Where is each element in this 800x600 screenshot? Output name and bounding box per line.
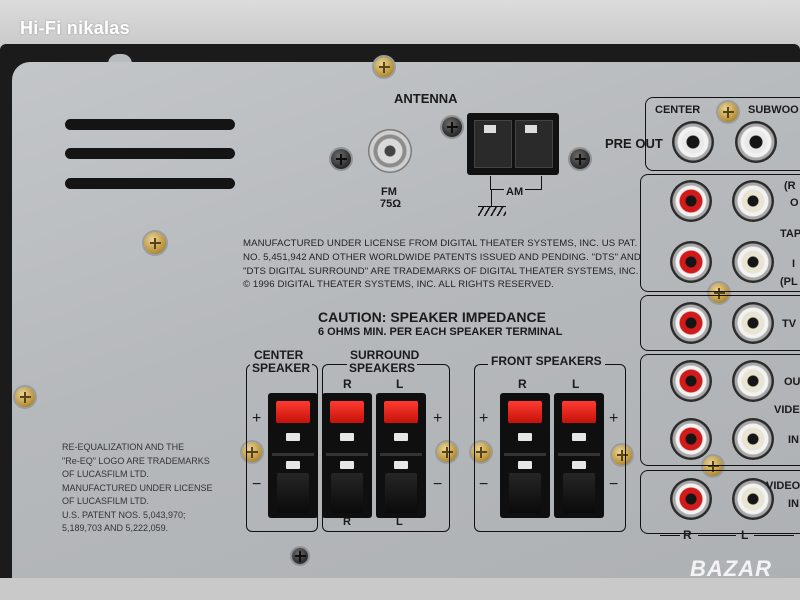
tape-out-l-jack[interactable] (732, 180, 774, 222)
screw-icon (242, 442, 262, 462)
front-r-terminal[interactable] (500, 393, 550, 518)
screw-icon (144, 232, 166, 254)
tv-r-jack[interactable] (670, 302, 712, 344)
screw-icon (374, 57, 394, 77)
screw-icon (612, 445, 632, 465)
front-l-label: L (572, 377, 580, 391)
fm-antenna-jack[interactable] (368, 129, 412, 173)
screw-icon (442, 117, 462, 137)
front-speakers-label: FRONT SPEAKERS (488, 354, 605, 368)
surround-speakers-label: SURROUND (348, 348, 422, 362)
surround-l-bottom-label: L (396, 516, 403, 528)
screw-icon (709, 283, 729, 303)
rca-bottom-line (660, 535, 680, 536)
tape-box (640, 174, 800, 292)
caution-subtitle: 6 OHMS MIN. PER EACH SPEAKER TERMINAL (318, 326, 563, 338)
plus-sign: + (609, 410, 619, 427)
surround-l-label: L (396, 377, 404, 391)
rca-bottom-line (754, 535, 794, 536)
screw-icon (718, 102, 738, 122)
plus-sign: + (252, 410, 262, 427)
fm-impedance-label: 75Ω (380, 198, 402, 210)
rca-label: IN (788, 498, 799, 510)
front-r-label: R (518, 377, 527, 391)
bazar-logo: BAZAR (690, 556, 772, 581)
video-out-l-jack[interactable] (732, 360, 774, 402)
center-speaker-label: CENTER (252, 348, 306, 362)
screw-icon (331, 149, 351, 169)
rca-r-bottom-label: R (683, 528, 692, 542)
surround-r-label: R (343, 377, 352, 391)
video-box (640, 354, 800, 466)
video-in-label: VIDEO (766, 480, 800, 492)
tape-out-r-jack[interactable] (670, 180, 712, 222)
rca-label: O (790, 197, 799, 209)
pre-out-subwoofer-jack[interactable] (735, 121, 777, 163)
center-speaker-terminal[interactable] (268, 393, 318, 518)
watermark: Hi-Fi nikalas (20, 18, 130, 38)
rca-label: (PL (780, 276, 798, 288)
ground-symbol-icon (478, 206, 506, 216)
plus-sign: + (433, 410, 443, 427)
center-speaker-label-2: SPEAKER (250, 361, 313, 375)
am-label: AM (504, 186, 526, 198)
pre-out-center-label: CENTER (655, 104, 701, 116)
ground-line (491, 190, 492, 206)
video-in-l-jack[interactable] (732, 418, 774, 460)
fm-label: FM (381, 186, 397, 198)
am-terminal-slot[interactable] (515, 120, 553, 168)
surround-r-terminal[interactable] (322, 393, 372, 518)
front-l-terminal[interactable] (554, 393, 604, 518)
am-antenna-terminal[interactable] (467, 113, 559, 175)
minus-sign: − (609, 476, 619, 493)
tape-in-r-jack[interactable] (670, 241, 712, 283)
screw-icon (703, 456, 723, 476)
vent-slot (65, 119, 235, 130)
surround-speakers-label-2: SPEAKERS (347, 361, 418, 375)
rca-l-bottom-label: L (741, 528, 749, 542)
lucasfilm-license-text: RE-EQUALIZATION AND THE "Re-EQ" LOGO ARE… (62, 442, 213, 533)
minus-sign: − (252, 476, 262, 493)
plus-sign: + (479, 410, 489, 427)
screw-icon (15, 387, 35, 407)
tv-label: TV (782, 318, 797, 330)
vent-slot (65, 178, 235, 189)
tv-l-jack[interactable] (732, 302, 774, 344)
surround-r-bottom-label: R (343, 516, 351, 528)
minus-sign: − (479, 476, 489, 493)
surround-l-terminal[interactable] (376, 393, 426, 518)
rca-label: I (792, 258, 796, 270)
pre-out-label: PRE OUT (605, 136, 663, 151)
screw-icon (570, 149, 590, 169)
background-top (0, 0, 800, 48)
antenna-title: ANTENNA (394, 91, 458, 106)
pre-out-box (645, 97, 800, 171)
dts-license-text: MANUFACTURED UNDER LICENSE FROM DIGITAL … (243, 238, 641, 291)
tape-label: TAPE (780, 228, 800, 240)
screw-icon (292, 548, 308, 564)
video-out-r-jack[interactable] (670, 360, 712, 402)
tape-in-l-jack[interactable] (732, 241, 774, 283)
rca-label: IN (788, 434, 799, 446)
minus-sign: − (433, 476, 443, 493)
tv-box (640, 295, 800, 351)
screw-icon (437, 442, 457, 462)
vent-slot (65, 148, 235, 159)
am-terminal-slot[interactable] (474, 120, 512, 168)
pre-out-subwoofer-label: SUBWOO (748, 104, 799, 116)
video-in-r-jack[interactable] (670, 418, 712, 460)
screw-icon (471, 442, 491, 462)
video2-in-r-jack[interactable] (670, 478, 712, 520)
video-in-box (640, 470, 800, 534)
rca-label: OU (784, 376, 800, 388)
pre-out-center-jack[interactable] (672, 121, 714, 163)
background-bottom (0, 578, 800, 600)
caution-title: CAUTION: SPEAKER IMPEDANCE (318, 309, 546, 325)
rca-bottom-line (698, 535, 736, 536)
rca-label: (R (784, 180, 796, 192)
video-label: VIDE (774, 404, 800, 416)
video2-in-l-jack[interactable] (732, 478, 774, 520)
